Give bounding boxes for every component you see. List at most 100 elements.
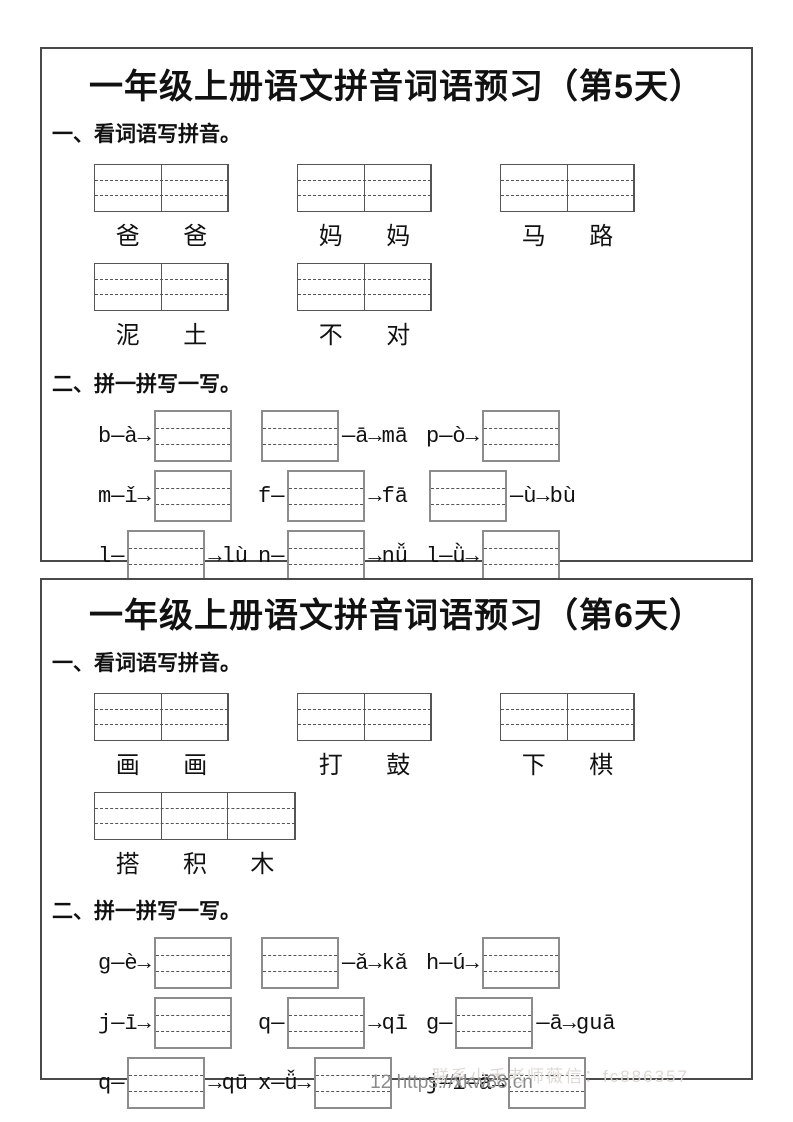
pinyin-text: j—i—ā→ (426, 1070, 506, 1096)
word-char: 妈 (318, 224, 343, 250)
pinyin-grid (297, 693, 432, 741)
dashed-line (431, 503, 505, 505)
dashed-line (155, 1014, 230, 1016)
exercise-row: q— →qū x—ǚ→ j—i—ā→ (42, 1053, 751, 1113)
answer-box (127, 1057, 206, 1109)
dashed-line (263, 427, 337, 429)
pinyin-text: —ù→bù (510, 483, 577, 509)
page-title: 一年级上册语文拼音词语预习（第6天） (89, 597, 704, 635)
pinyin-text: g— (426, 1010, 453, 1036)
exercise-item: l— →lù (98, 526, 258, 586)
exercise-item: x—ǚ→ (258, 1053, 426, 1113)
pinyin-cell (298, 165, 365, 211)
exercise-item: l—ǜ→ (426, 526, 751, 586)
exercise-item: g—è→ (98, 933, 258, 993)
word-char: 泥 (115, 323, 140, 349)
word-char: 妈 (386, 224, 411, 250)
exercise-row: j—ī→ q— →qī g— —ā→guā (42, 993, 751, 1053)
pinyin-grid (94, 164, 229, 212)
pinyin-text: —ǎ→kǎ (342, 950, 409, 976)
word-row: 画 画 打 鼓 下 棋 (94, 693, 751, 780)
word-char: 打 (318, 753, 343, 779)
exercise-row: b—à→ —ā→mā p—ò→ (42, 406, 751, 466)
exercise-row: g—è→ —ǎ→kǎ h—ú→ (42, 933, 751, 993)
word-label: 爸 爸 (94, 216, 229, 251)
word-char: 棋 (589, 753, 614, 779)
word-char: 搭 (115, 852, 140, 878)
exercise-item: b—à→ (98, 406, 258, 466)
dashed-line (155, 487, 230, 489)
pinyin-cell (95, 793, 162, 839)
exercise-item: g— —ā→guā (426, 993, 751, 1053)
pinyin-text: l— (98, 543, 125, 569)
exercise-item: q— →qū (98, 1053, 258, 1113)
dashed-line (263, 954, 337, 956)
dashed-line (129, 563, 204, 565)
dashed-line (289, 487, 364, 489)
answer-box (127, 530, 206, 582)
dashed-line (129, 547, 204, 549)
pinyin-text: n— (258, 543, 285, 569)
dashed-line (289, 1014, 364, 1016)
answer-box (261, 410, 339, 462)
pinyin-text: m—ǐ→ (98, 483, 151, 509)
dashed-line (431, 487, 505, 489)
answer-box (455, 997, 534, 1049)
word-label: 妈 妈 (297, 216, 432, 251)
answer-box (481, 937, 560, 989)
exercise-item: j—i—ā→ (426, 1053, 751, 1113)
exercise-block: g—è→ —ǎ→kǎ h—ú→ j—ī→ q— (42, 933, 751, 1113)
pinyin-cell (228, 793, 296, 839)
pinyin-cell (162, 264, 228, 310)
dashed-line (457, 1030, 532, 1032)
answer-box (153, 997, 232, 1049)
pinyin-grid (297, 263, 432, 311)
word-char: 鼓 (386, 753, 411, 779)
dashed-line (155, 970, 230, 972)
exercise-item: q— →qī (258, 993, 426, 1053)
word-char: 爸 (183, 224, 208, 250)
word-char: 土 (183, 323, 208, 349)
pinyin-cell (365, 264, 431, 310)
pinyin-grid (94, 263, 229, 311)
pinyin-cell (568, 694, 634, 740)
pinyin-cell (365, 165, 431, 211)
pinyin-cell (568, 165, 634, 211)
pinyin-cell (501, 165, 568, 211)
dashed-line (483, 547, 558, 549)
word-group: 泥 土 (94, 263, 229, 350)
word-char: 画 (115, 753, 140, 779)
pinyin-grid (500, 693, 635, 741)
pinyin-text: →lù (208, 543, 249, 569)
pinyin-text: q— (98, 1070, 125, 1096)
pinyin-text: j—ī→ (98, 1010, 151, 1036)
dashed-line (155, 1030, 230, 1032)
word-char: 积 (182, 852, 207, 878)
word-group: 马 路 (500, 164, 635, 251)
pinyin-cell (95, 165, 162, 211)
pinyin-cell (95, 694, 162, 740)
answer-box (287, 997, 366, 1049)
exercise-item: p—ò→ (426, 406, 751, 466)
pinyin-grid (94, 792, 296, 840)
dashed-line (289, 563, 364, 565)
exercise-item: —ù→bù (426, 466, 751, 526)
pinyin-text: q— (258, 1010, 285, 1036)
pinyin-text: h—ú→ (426, 950, 479, 976)
dashed-line (483, 954, 558, 956)
pinyin-cell (298, 694, 365, 740)
answer-box (287, 470, 366, 522)
dashed-line (289, 547, 364, 549)
section1-heading: 一、看词语写拼音。 (52, 123, 241, 146)
pinyin-text: x—ǚ→ (258, 1070, 311, 1096)
exercise-item: n— →nǚ (258, 526, 426, 586)
word-char: 爸 (115, 224, 140, 250)
pinyin-grid (297, 164, 432, 212)
section2-heading: 二、拼一拼写一写。 (52, 373, 241, 396)
worksheet-page-day5: 一年级上册语文拼音词语预习（第5天） 一、看词语写拼音。 爸 爸 妈 (40, 47, 753, 582)
word-label: 画 画 (94, 745, 229, 780)
dashed-line (155, 427, 230, 429)
pinyin-text: →qī (368, 1010, 409, 1036)
pinyin-text: →fā (368, 483, 409, 509)
